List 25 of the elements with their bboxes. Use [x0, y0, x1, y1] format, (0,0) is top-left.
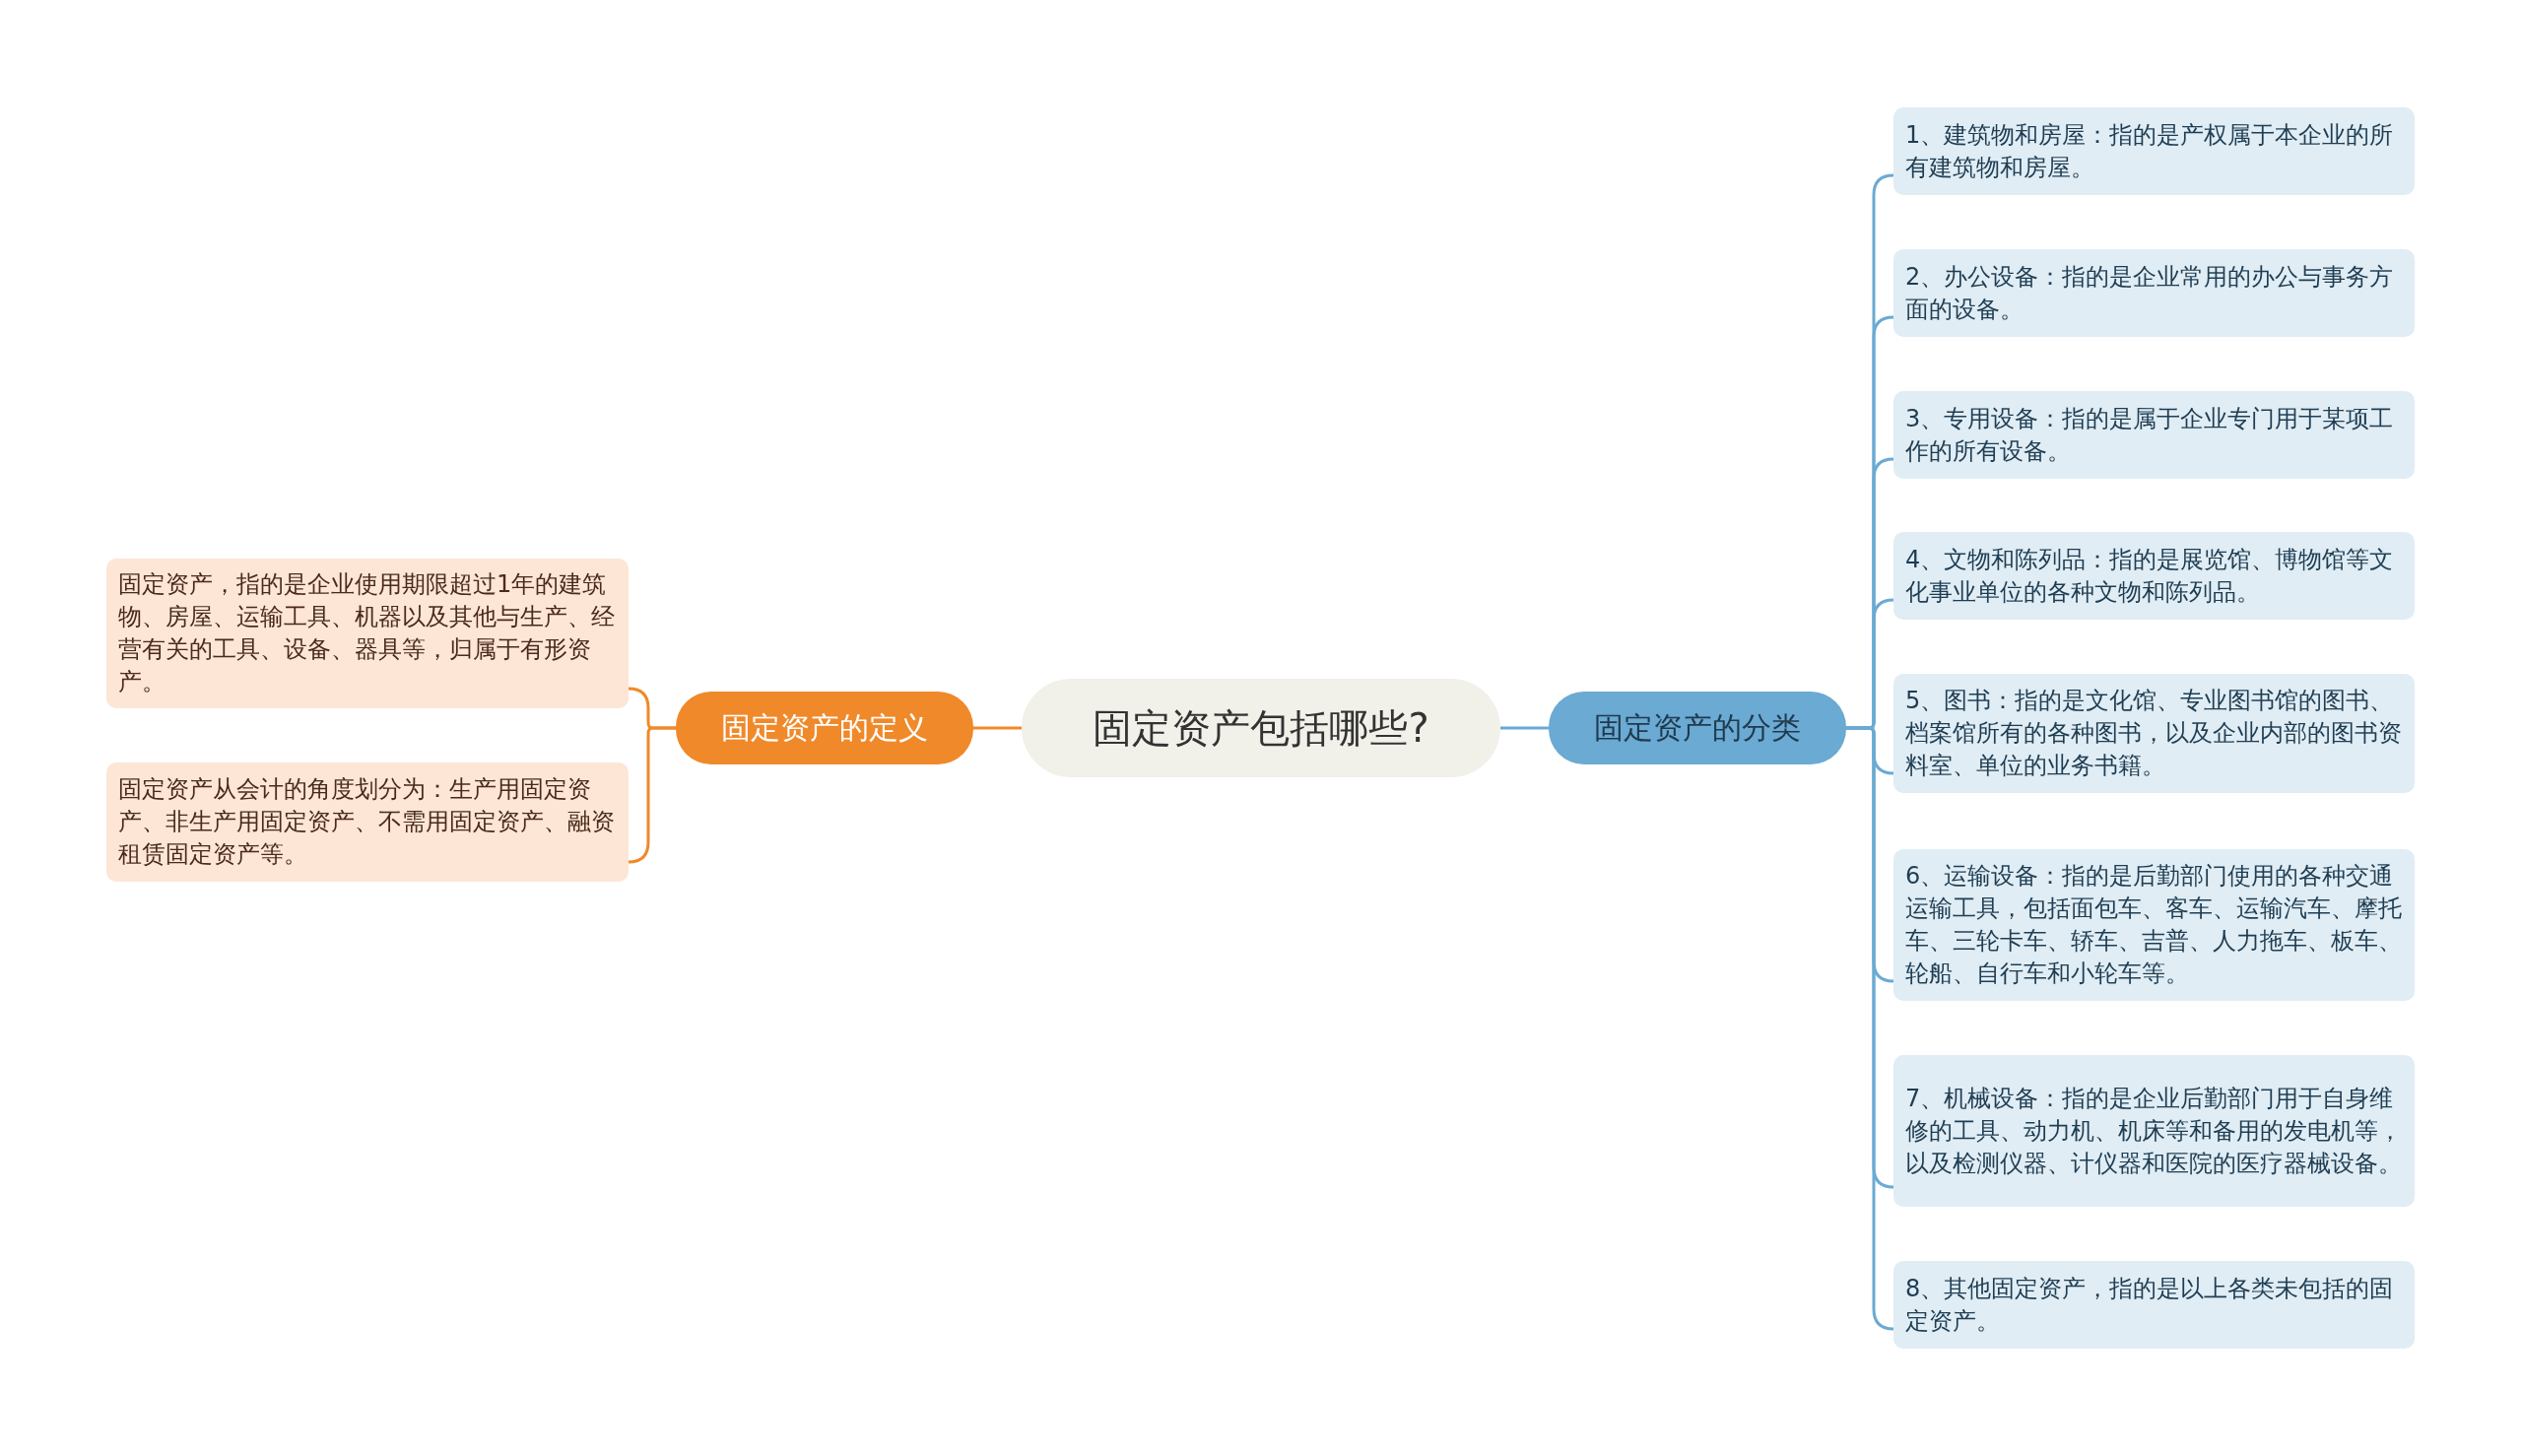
topic-text: 1、建筑物和房屋：指的是产权属于本企业的所有建筑物和房屋。 — [1905, 119, 2395, 183]
subtopic-card — [1893, 391, 2415, 479]
topic-text: 固定资产的定义 — [721, 708, 928, 747]
topic-text: 6、运输设备：指的是后勤部门使用的各种交通运输工具，包括面包车、客车、运输汽车、摩托车、三轮卡车、轿车、吉普、人力拖车、板车、轮船、自行车和小轮车等。 — [1905, 861, 2403, 989]
topic-text: 3、专用设备：指的是属于企业专门用于某项工作的所有设备。 — [1905, 403, 2395, 467]
topic-text: 2、办公设备：指的是企业常用的办公与事务方面的设备。 — [1905, 261, 2395, 325]
topic-text: 固定资产，指的是企业使用期限超过1年的建筑物、房屋、运输工具、机器以及其他与生产、经营有关的工具、设备、器具等，归属于有形资产。 — [118, 569, 616, 697]
topic-text: 8、其他固定资产，指的是以上各类未包括的固定资产。 — [1905, 1273, 2395, 1337]
connector-line — [1500, 726, 1549, 730]
subtopic-card — [1893, 674, 2415, 793]
subtopic-card — [106, 559, 629, 708]
topic-text: 7、机械设备：指的是企业后勤部门用于自身维修的工具、动力机、机床等和备用的发电机等，以及检测仪器、计仪器和医院的医疗器械设备。 — [1905, 1083, 2403, 1179]
topic-text: 5、图书：指的是文化馆、专业图书馆的图书、档案馆所有的各种图书，以及企业内部的图书资料室、单位的业务书籍。 — [1905, 686, 2403, 781]
topic-text: 固定资产的分类 — [1594, 708, 1801, 747]
topic-text: 固定资产从会计的角度划分为：生产用固定资产、非生产用固定资产、不需用固定资产、融资租赁固定资产等。 — [118, 774, 616, 870]
topic-text: 固定资产包括哪些? — [1093, 703, 1429, 753]
subtopic-card — [1893, 107, 2415, 195]
subtopic-card — [106, 762, 629, 882]
topic-text: 4、文物和陈列品：指的是展览馆、博物馆等文化事业单位的各种文物和陈列品。 — [1905, 544, 2395, 608]
subtopic-card — [1893, 849, 2415, 1001]
connector-line — [973, 726, 1022, 730]
subtopic-card — [1893, 249, 2415, 337]
subtopic-card — [1893, 1055, 2415, 1207]
subtopic-card — [1893, 532, 2415, 620]
subtopic-card — [1893, 1261, 2415, 1349]
